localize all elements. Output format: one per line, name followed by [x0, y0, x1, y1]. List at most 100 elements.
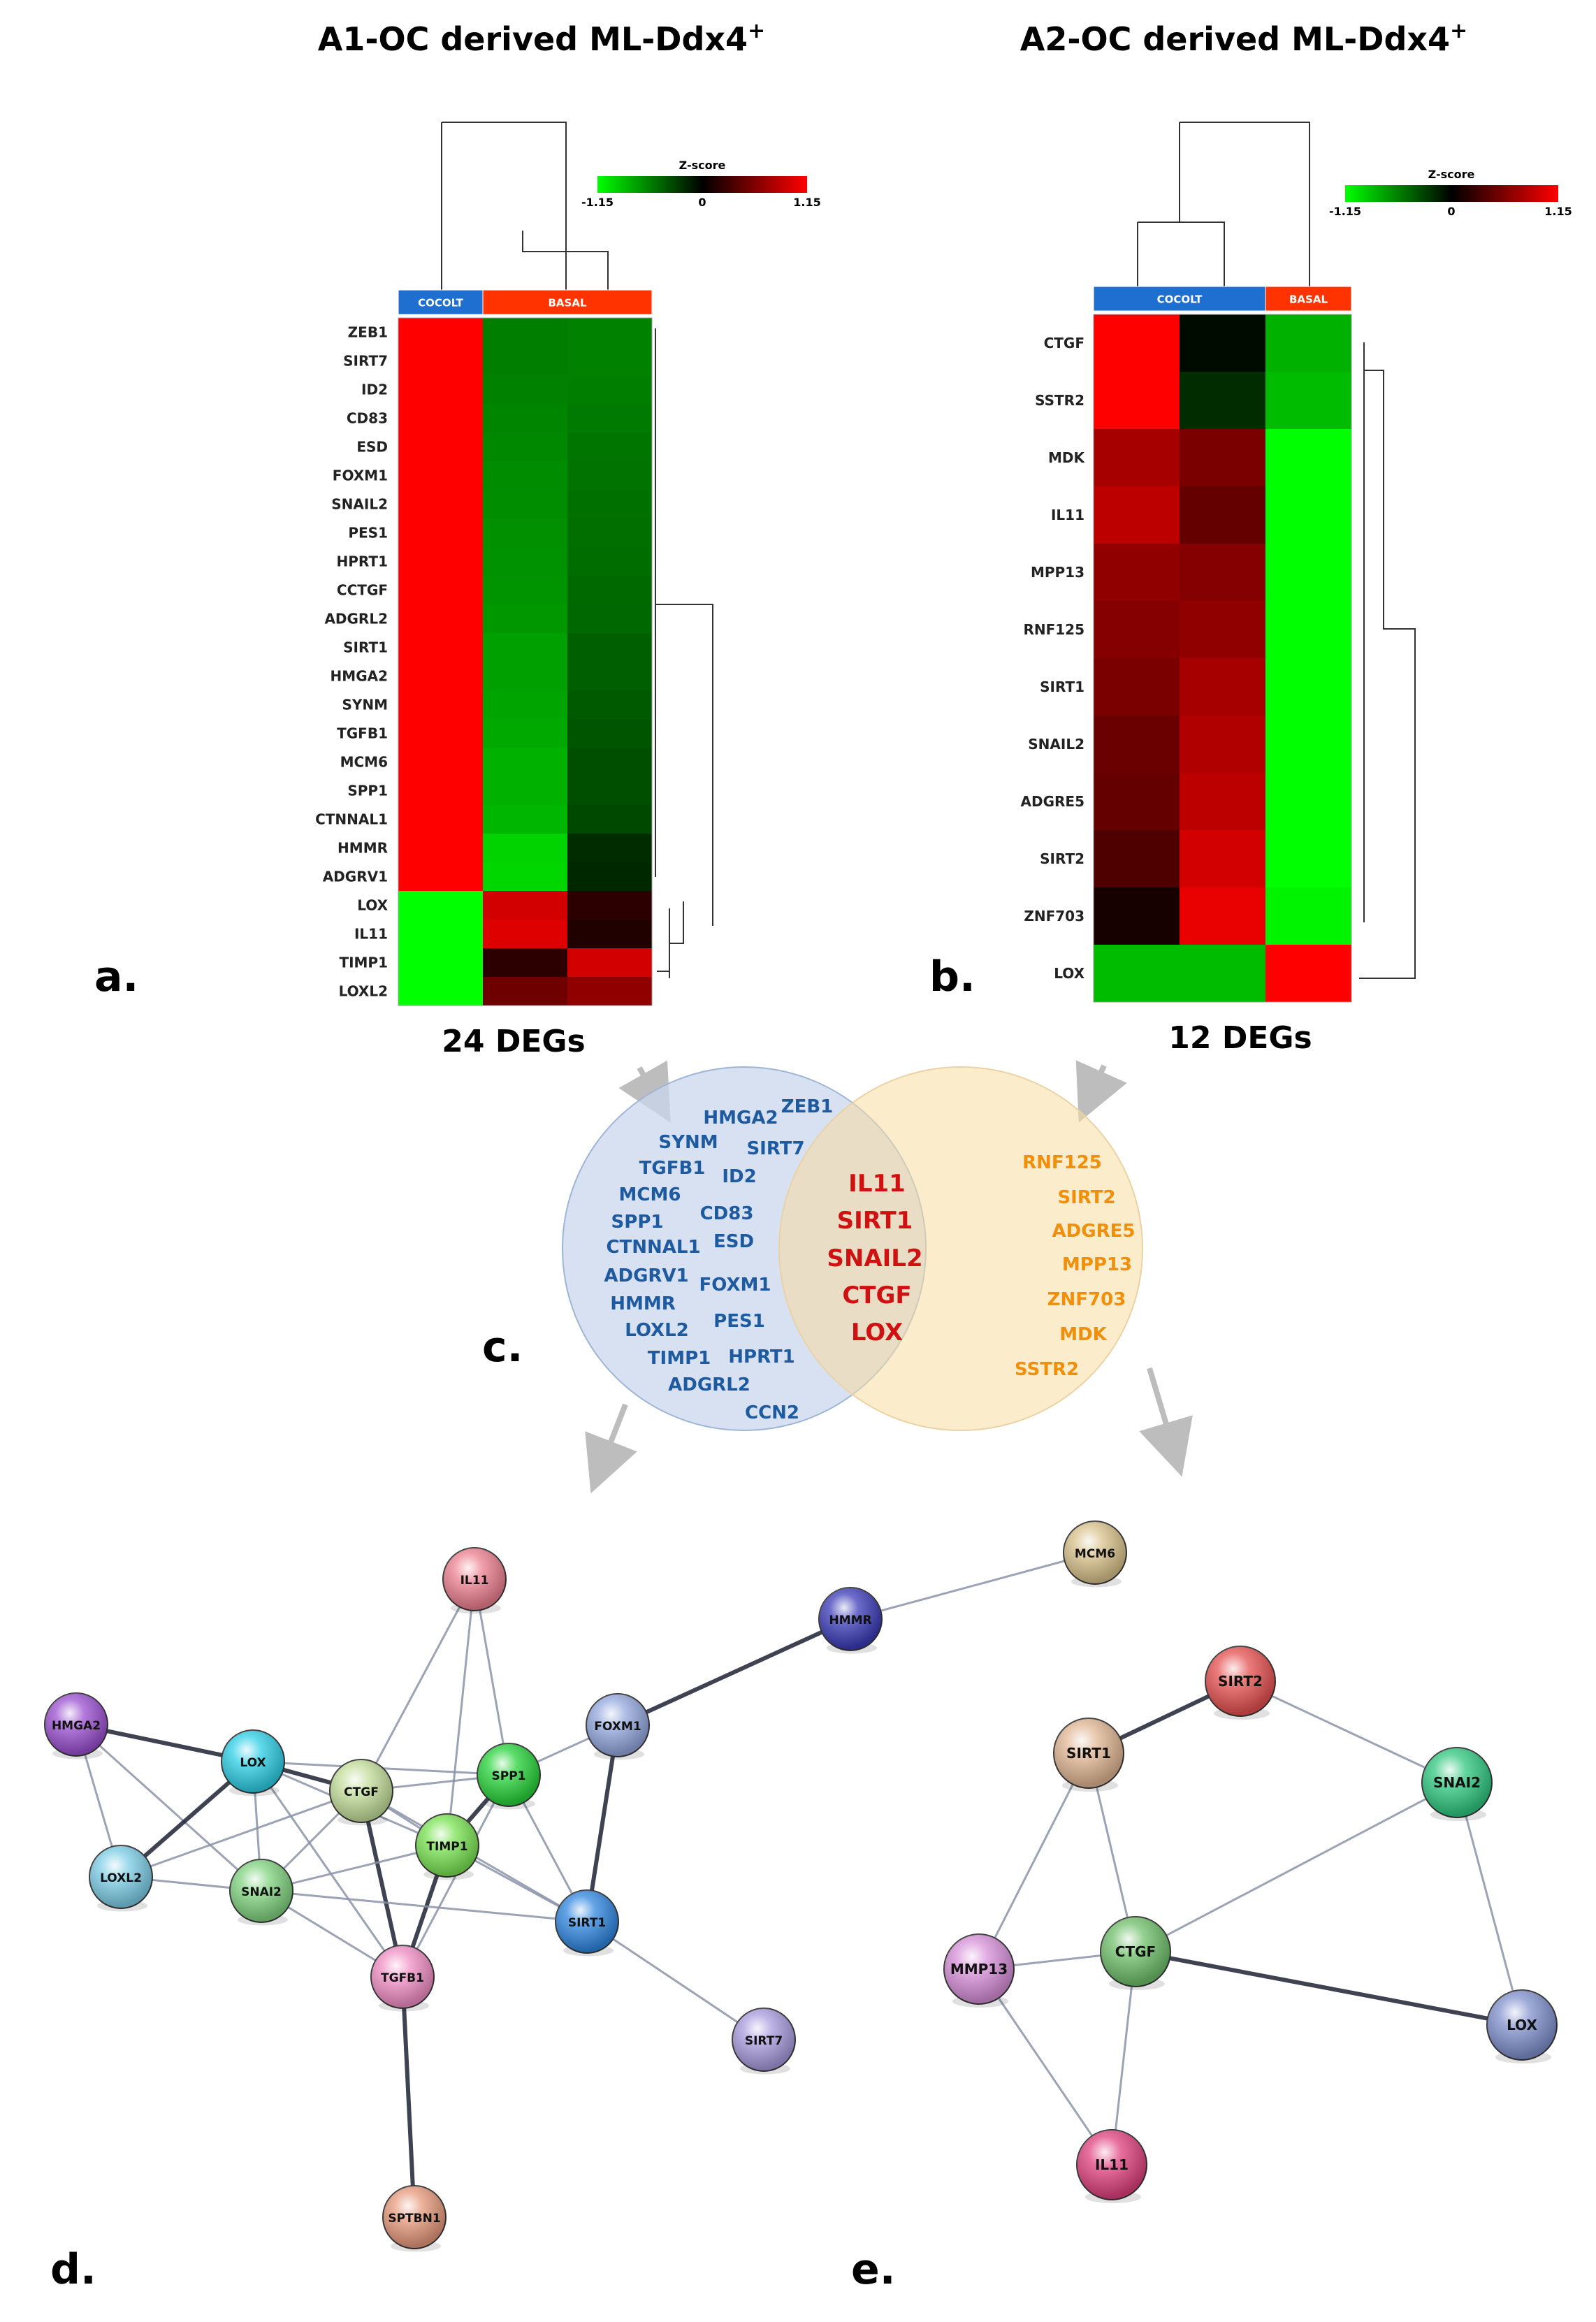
heatmap-a-group-label: COCOLT — [418, 297, 464, 310]
network-d-node[interactable]: SIRT7 — [732, 2008, 796, 2075]
network-d-node-label: LOX — [240, 1756, 266, 1770]
panel-b-title: A2-OC derived ML-Ddx4+ — [1020, 19, 1467, 58]
heatmap-a-cell — [398, 547, 484, 576]
network-d-node[interactable]: LOXL2 — [89, 1845, 153, 1912]
zscore-mid-a: 0 — [698, 196, 706, 209]
heatmap-a-cell — [483, 433, 568, 462]
network-d-node[interactable]: IL11 — [442, 1547, 507, 1614]
zscore-mid-b: 0 — [1447, 205, 1455, 218]
network-d-node[interactable]: LOX — [221, 1729, 285, 1797]
heatmap-a-cell — [483, 719, 568, 748]
panel-b-footer: 12 DEGs — [1168, 1020, 1312, 1056]
network-d-edge — [261, 1889, 588, 1923]
network-e-node[interactable]: SNAI2 — [1421, 1747, 1493, 1821]
heatmap-b-cell — [1094, 601, 1180, 659]
heatmap-a-cell — [567, 633, 653, 662]
heatmap-a-cell — [567, 404, 653, 433]
panel-b-zscore-legend: Z-score -1.15 0 1.15 — [1329, 168, 1572, 218]
network-d-node[interactable]: SIRT1 — [555, 1889, 619, 1957]
venn-right-gene: MPP13 — [1062, 1254, 1132, 1275]
venn-left-gene: TIMP1 — [648, 1348, 711, 1369]
network-e-node[interactable]: CTGF — [1100, 1916, 1171, 1990]
network-d-node[interactable]: TIMP1 — [415, 1813, 479, 1880]
network-d-node[interactable]: SPTBN1 — [382, 2185, 447, 2252]
zscore-max-a: 1.15 — [793, 196, 820, 209]
heatmap-a-cell — [398, 404, 484, 433]
heatmap-b-cell — [1265, 887, 1352, 945]
heatmap-b-gene-label: SIRT1 — [1040, 679, 1084, 695]
heatmap-b-gene-label: SNAIL2 — [1028, 736, 1084, 753]
network-d-node[interactable]: FOXM1 — [586, 1693, 650, 1760]
panel-c-letter: c. — [482, 1323, 523, 1372]
network-e-node-label: SNAI2 — [1433, 1774, 1481, 1791]
network-d-node[interactable]: HMGA2 — [44, 1692, 108, 1759]
network-d-node[interactable]: SPP1 — [477, 1743, 541, 1810]
heatmap-b-cell — [1265, 773, 1352, 831]
heatmap-b-gene-label: LOX — [1054, 965, 1084, 982]
network-d-edge — [360, 1579, 476, 1792]
network-e-node[interactable]: SIRT2 — [1205, 1646, 1276, 1720]
heatmap-a-cell — [567, 490, 653, 519]
venn-left-gene: ESD — [713, 1231, 754, 1252]
heatmap-b-cell — [1094, 372, 1180, 430]
heatmap-a-cell — [483, 662, 568, 691]
heatmap-a-gene-label: HMMR — [338, 840, 388, 857]
venn-left-gene: MCM6 — [619, 1184, 681, 1205]
heatmap-b-cell — [1265, 486, 1352, 544]
zscore-min-a: -1.15 — [581, 196, 614, 209]
heatmap-a-cell — [483, 547, 568, 576]
heatmap-b-gene-label: CTGF — [1044, 335, 1084, 351]
network-d-node[interactable]: SNAI2 — [229, 1859, 293, 1926]
network-d-node[interactable]: CTGF — [329, 1759, 393, 1826]
network-d-node[interactable]: TGFB1 — [370, 1945, 435, 2012]
heatmap-a-cell — [398, 748, 484, 777]
panel-b-letter: b. — [929, 952, 975, 1001]
venn-left-gene: CCN2 — [745, 1402, 799, 1423]
network-e-node-label: SIRT1 — [1066, 1745, 1111, 1762]
venn-shared-gene: IL11 — [848, 1170, 906, 1198]
heatmap-a-cell — [398, 662, 484, 691]
heatmap-a-cell — [567, 862, 653, 892]
heatmap-b-cell — [1180, 601, 1266, 659]
heatmap-a-gene-label: SNAIL2 — [331, 496, 388, 513]
arrow-venn-to-d — [585, 1403, 637, 1494]
network-e-node[interactable]: LOX — [1486, 1989, 1558, 2063]
venn-left-gene: HPRT1 — [728, 1347, 795, 1367]
heatmap-b-gene-label: RNF125 — [1023, 621, 1084, 638]
heatmap-a-gene-label: ADGRV1 — [323, 869, 388, 885]
network-d-node-label: TGFB1 — [381, 1971, 424, 1985]
network-e-node[interactable]: IL11 — [1076, 2129, 1147, 2203]
heatmap-b-cell — [1180, 716, 1266, 774]
heatmap-a-cell — [483, 862, 568, 892]
heatmap-a-cell — [567, 719, 653, 748]
panel-b: A2-OC derived ML-Ddx4+ Z-score -1.15 0 1… — [929, 19, 1572, 1056]
heatmap-a-cell — [483, 604, 568, 634]
network-d-node[interactable]: HMMR — [818, 1587, 883, 1654]
heatmap-b-gene-label: IL11 — [1051, 507, 1084, 523]
heatmap-a-cell — [567, 776, 653, 806]
heatmap-a-cell — [567, 748, 653, 777]
heatmap-a-gene-label: ID2 — [361, 382, 388, 398]
venn-right-gene: SSTR2 — [1015, 1359, 1079, 1380]
venn-left-gene: HMMR — [610, 1293, 676, 1314]
heatmap-a-cell — [483, 347, 568, 376]
heatmap-b-cell — [1094, 945, 1180, 1003]
venn-left-gene: CD83 — [700, 1203, 754, 1224]
heatmap-a-gene-label: ADGRL2 — [324, 611, 388, 627]
network-d-node-label: CTGF — [344, 1785, 379, 1799]
network-e-node[interactable]: SIRT1 — [1053, 1718, 1124, 1792]
heatmap-a-gene-label: SPP1 — [347, 783, 388, 799]
heatmap-a-group-bar — [398, 289, 484, 315]
network-d-edge — [75, 1723, 263, 1892]
network-d-node-label: IL11 — [460, 1574, 489, 1588]
heatmap-a-cell — [483, 490, 568, 519]
network-d-node[interactable]: MCM6 — [1063, 1521, 1127, 1588]
network-e-node[interactable]: MMP13 — [943, 1933, 1015, 2008]
heatmap-b-cell — [1180, 429, 1266, 487]
heatmap-b-gene-label: ZNF703 — [1024, 908, 1084, 924]
